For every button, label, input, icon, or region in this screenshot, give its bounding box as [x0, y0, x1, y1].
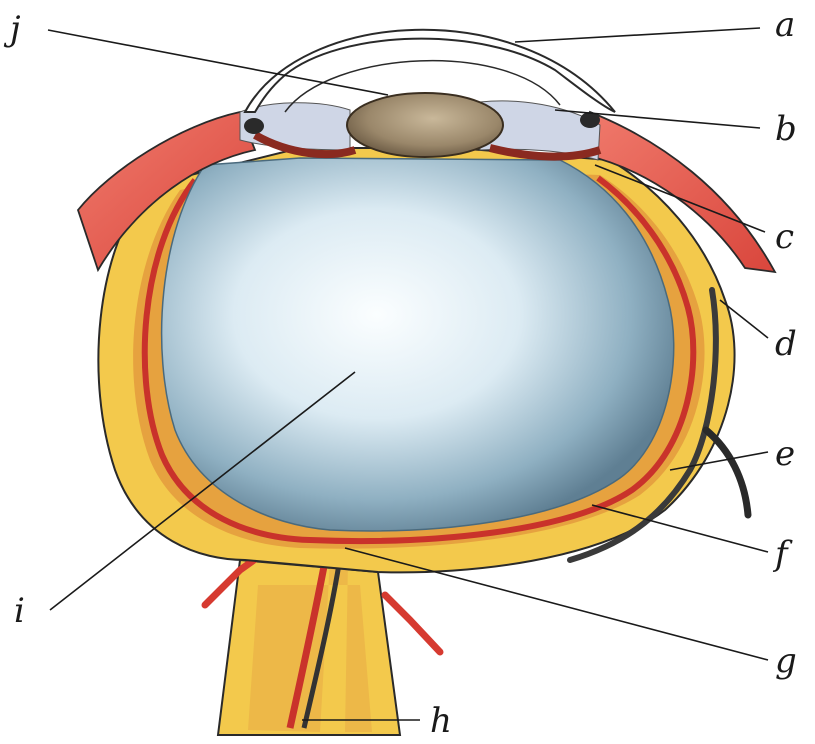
label-h: h: [430, 701, 452, 741]
leader-g: [345, 548, 768, 660]
label-i: i: [14, 591, 25, 631]
label-b: b: [775, 109, 797, 149]
vessel-right: [385, 595, 440, 652]
label-c: c: [775, 217, 794, 257]
label-a: a: [775, 5, 795, 45]
label-j: j: [3, 9, 21, 49]
leader-j: [48, 30, 388, 95]
lens: [347, 93, 503, 157]
vitreous-body: [162, 158, 674, 531]
label-d: d: [775, 324, 797, 364]
label-f: f: [772, 534, 793, 574]
label-g: g: [775, 641, 797, 681]
leader-a: [515, 28, 760, 42]
label-e: e: [775, 434, 795, 474]
canal-left: [244, 118, 264, 134]
